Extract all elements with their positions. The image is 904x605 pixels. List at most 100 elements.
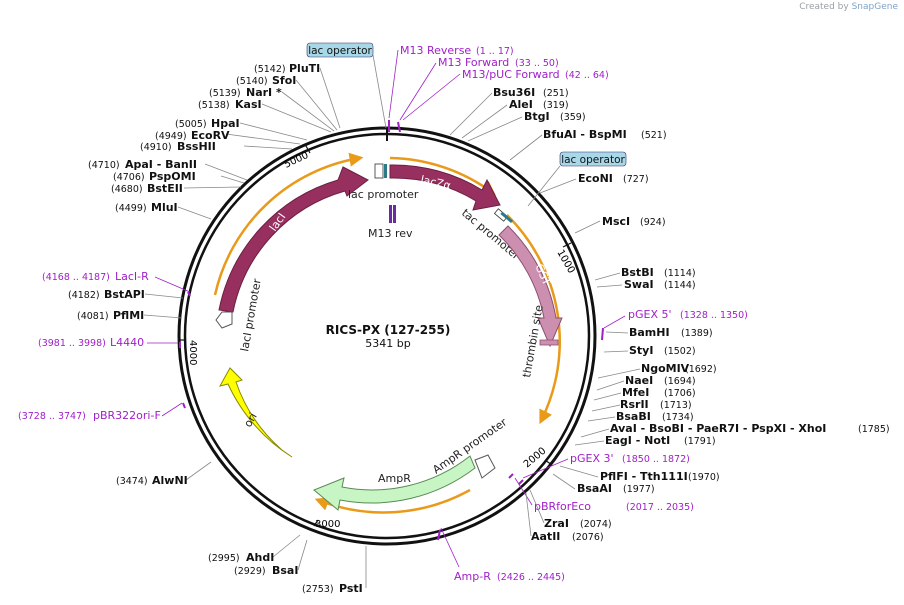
tick-label-3000: 3000 xyxy=(315,519,340,530)
site-ecorv-pos: (4949) xyxy=(155,131,187,142)
primer-labels: M13 Reverse (1 .. 17) M13 Forward (33 ..… xyxy=(18,44,748,583)
lac-promoter-mark xyxy=(374,163,384,179)
site-zrai-pos: (2074) xyxy=(580,519,612,530)
site-sfoi-pos: (5140) xyxy=(236,76,268,87)
site-pflmi-pos: (4081) xyxy=(77,311,109,322)
site-avai-group: AvaI - BsoBI - PaeR7I - PspXI - XhoI xyxy=(610,422,826,435)
site-bsshii: BssHII xyxy=(177,140,216,153)
site-bsu36i-pos: (251) xyxy=(543,88,569,99)
primer-pbrforeco: pBRforEco xyxy=(534,500,591,513)
site-btgi-pos: (359) xyxy=(560,112,586,123)
lac-operator-box-1 xyxy=(306,42,374,58)
site-bsabi-pos: (1734) xyxy=(662,412,694,423)
m13-rev-mark-a xyxy=(389,205,392,223)
primer-amp-r-pos: (2426 .. 2445) xyxy=(497,572,565,583)
site-kasi: KasI xyxy=(235,98,262,111)
site-bsaai-pos: (1977) xyxy=(623,484,655,495)
site-rsrii-pos: (1713) xyxy=(660,400,692,411)
lac-promoter-label: lac promoter xyxy=(348,188,419,201)
lac-operator-mark-1 xyxy=(384,164,387,178)
site-bstbi-pos: (1114) xyxy=(664,268,696,279)
site-hpai: HpaI xyxy=(211,117,240,130)
primer-pgex3: pGEX 3' xyxy=(570,452,614,465)
plasmid-name: RICS-PX (127-255) xyxy=(326,323,451,337)
primer-pbr322ori-f-pos: (3728 .. 3747) xyxy=(18,411,86,422)
primer-pbr322ori-f: pBR322ori-F xyxy=(93,409,161,422)
ampR-label: AmpR xyxy=(378,472,411,485)
primer-m13-puc-forward-pos: (42 .. 64) xyxy=(565,70,609,81)
site-pspomi: PspOMI xyxy=(149,170,196,183)
site-bsteii: BstEII xyxy=(147,182,183,195)
site-alei: AleI xyxy=(509,98,533,111)
site-bstapi-pos: (4182) xyxy=(68,290,100,301)
site-bamhi: BamHI xyxy=(629,326,670,339)
primer-m13-reverse: M13 Reverse xyxy=(400,44,471,57)
plasmid-length: 5341 bp xyxy=(365,337,410,350)
site-apai-banii: ApaI - BanII xyxy=(125,158,197,171)
site-pflfi-pos: (1970) xyxy=(688,472,720,483)
right-site-leaders xyxy=(449,92,641,537)
site-bamhi-pos: (1389) xyxy=(681,328,713,339)
gst-arrow xyxy=(498,225,563,348)
lacI-promoter-label: lacI promoter xyxy=(238,277,264,352)
site-kasi-pos: (5138) xyxy=(198,100,230,111)
site-bsaai: BsaAI xyxy=(577,482,612,495)
site-btgi: BtgI xyxy=(524,110,550,123)
site-ahdi-pos: (2995) xyxy=(208,553,240,564)
site-naei-pos: (1694) xyxy=(664,376,696,387)
site-ngomiv-pos: (1692) xyxy=(685,364,717,375)
primer-marks xyxy=(179,120,604,541)
tick-label-1000: 1000 xyxy=(554,248,576,276)
snapgene-credit: Created by SnapGene xyxy=(799,2,898,12)
site-sfoi: SfoI xyxy=(272,74,296,87)
ori-label: ori xyxy=(241,411,259,430)
site-pflfi-tth111i: PflFI - Tth111I xyxy=(600,470,688,483)
site-aatii: AatII xyxy=(531,530,560,543)
primer-laci-r-pos: (4168 .. 4187) xyxy=(42,272,110,283)
lac-operator-box-2 xyxy=(559,151,627,167)
site-hpai-pos: (5005) xyxy=(175,119,207,130)
lacI-arrow xyxy=(218,166,369,313)
site-msci-pos: (924) xyxy=(640,217,666,228)
site-styi-pos: (1502) xyxy=(664,346,696,357)
site-bfuai-pos: (521) xyxy=(641,130,667,141)
site-bsshii-pos: (4910) xyxy=(140,142,172,153)
credit-brand: SnapGene xyxy=(851,2,898,12)
ampR-arrow xyxy=(313,455,476,511)
site-alwni-pos: (3474) xyxy=(116,476,148,487)
primer-m13-puc-forward: M13/pUC Forward xyxy=(462,68,560,81)
site-alwni: AlwNI xyxy=(152,474,188,487)
left-site-labels: (5142) PluTI (5140) SfoI (5139) NarI * (… xyxy=(68,62,363,595)
site-pspomi-pos: (4706) xyxy=(113,172,145,183)
primer-l4440: L4440 xyxy=(110,336,144,349)
lac-operator-label-1: lac operator xyxy=(308,45,372,57)
primer-pgex5-pos: (1328 .. 1350) xyxy=(680,310,748,321)
site-apai-pos: (4710) xyxy=(88,160,120,171)
site-ahdi: AhdI xyxy=(246,551,274,564)
site-bsabi: BsaBI xyxy=(616,410,651,423)
left-site-leaders xyxy=(143,67,367,588)
site-ngomiv: NgoMIV xyxy=(641,362,690,375)
site-mlui: MluI xyxy=(151,201,178,214)
site-mfei: MfeI xyxy=(622,386,649,399)
lacI-promoter-arrow xyxy=(215,311,233,329)
primer-m13-forward-pos: (33 .. 50) xyxy=(515,58,559,69)
lac-operator-label-2: lac operator xyxy=(561,154,625,166)
ori-arrow xyxy=(219,367,293,458)
lacZa-label: lacZα xyxy=(419,173,452,192)
site-bsu36i: Bsu36I xyxy=(493,86,535,99)
site-pluti: PluTI xyxy=(289,62,320,75)
primer-pbrforeco-pos: (2017 .. 2035) xyxy=(626,502,694,513)
site-styi: StyI xyxy=(629,344,653,357)
primer-laci-r: LacI-R xyxy=(115,270,149,283)
site-pluti-pos: (5142) xyxy=(254,64,286,75)
primer-l4440-pos: (3981 .. 3998) xyxy=(38,338,106,349)
site-bsteii-pos: (4680) xyxy=(111,184,143,195)
site-mfei-pos: (1706) xyxy=(664,388,696,399)
site-bstapi: BstAPI xyxy=(104,288,145,301)
tick-label-2000: 2000 xyxy=(522,446,549,471)
m13-rev-mark-b xyxy=(393,205,396,223)
site-eagi-noti: EagI - NotI xyxy=(605,434,670,447)
site-psti: PstI xyxy=(339,582,363,595)
